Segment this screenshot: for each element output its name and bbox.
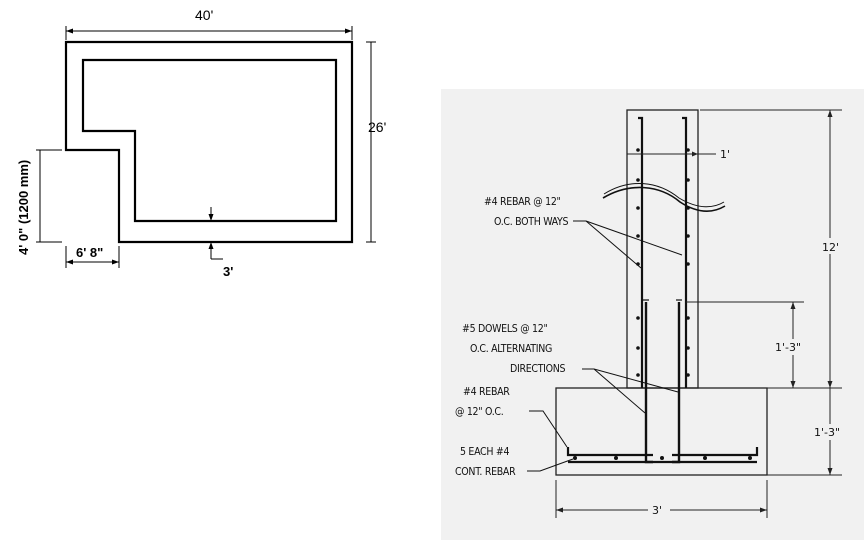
foundation-plan: 40' 26' 3' 4' 0" (1200 mm) 6' 8" (16, 7, 386, 279)
dim-footing-depth: 1'-3" (814, 426, 840, 439)
footing-bar-left (566, 447, 653, 457)
wall-horizontal-rebar-dots (636, 148, 690, 377)
dim-wall-height: 12' (822, 241, 839, 254)
plan-height-label: 26' (368, 119, 386, 135)
plan-outer-outline (64, 40, 354, 244)
wall-rebar-left (638, 116, 644, 388)
dim-wall-thickness: 1' (720, 148, 730, 161)
note-dowels-3: DIRECTIONS (510, 363, 566, 375)
note-cont-rebar-2: CONT. REBAR (455, 466, 516, 478)
cont-rebar-dots (573, 456, 752, 460)
note-footing-rebar-2: @ 12" O.C. (455, 406, 503, 418)
dim-footing-width: 3' (652, 504, 662, 517)
plan-notch-height-label: 4' 0" (1200 mm) (16, 160, 31, 255)
note-wall-rebar-2: O.C. BOTH WAYS (494, 216, 568, 228)
dim-dowel-height: 1'-3" (775, 341, 801, 354)
wall-rebar-right (682, 116, 688, 388)
plan-width-label: 40' (195, 7, 213, 23)
plan-inner-outline (81, 58, 338, 223)
note-cont-rebar-1: 5 EACH #4 (460, 446, 509, 458)
leader-wall-rebar-right (585, 220, 683, 256)
leader-dowels-left (593, 368, 646, 414)
wall-section: 1' 12' 1'-3" 1'-3" 3' #4 REBAR @ 12" O.C… (441, 89, 864, 540)
leader-cont-rebar (527, 458, 574, 472)
note-wall-rebar-1: #4 REBAR @ 12" (484, 196, 561, 208)
break-line (602, 186, 726, 212)
note-dowels-2: O.C. ALTERNATING (470, 343, 552, 355)
note-dowels-1: #5 DOWELS @ 12" (462, 323, 548, 335)
plan-wall-label: 3' (223, 264, 233, 279)
leader-footing-rebar (529, 410, 568, 448)
plan-notch-width-label: 6' 8" (76, 245, 103, 260)
note-footing-rebar-1: #4 REBAR (463, 386, 510, 398)
leader-dowels-right (593, 368, 679, 393)
leader-wall-rebar-left (585, 220, 642, 269)
footing-bar-right (672, 447, 759, 457)
